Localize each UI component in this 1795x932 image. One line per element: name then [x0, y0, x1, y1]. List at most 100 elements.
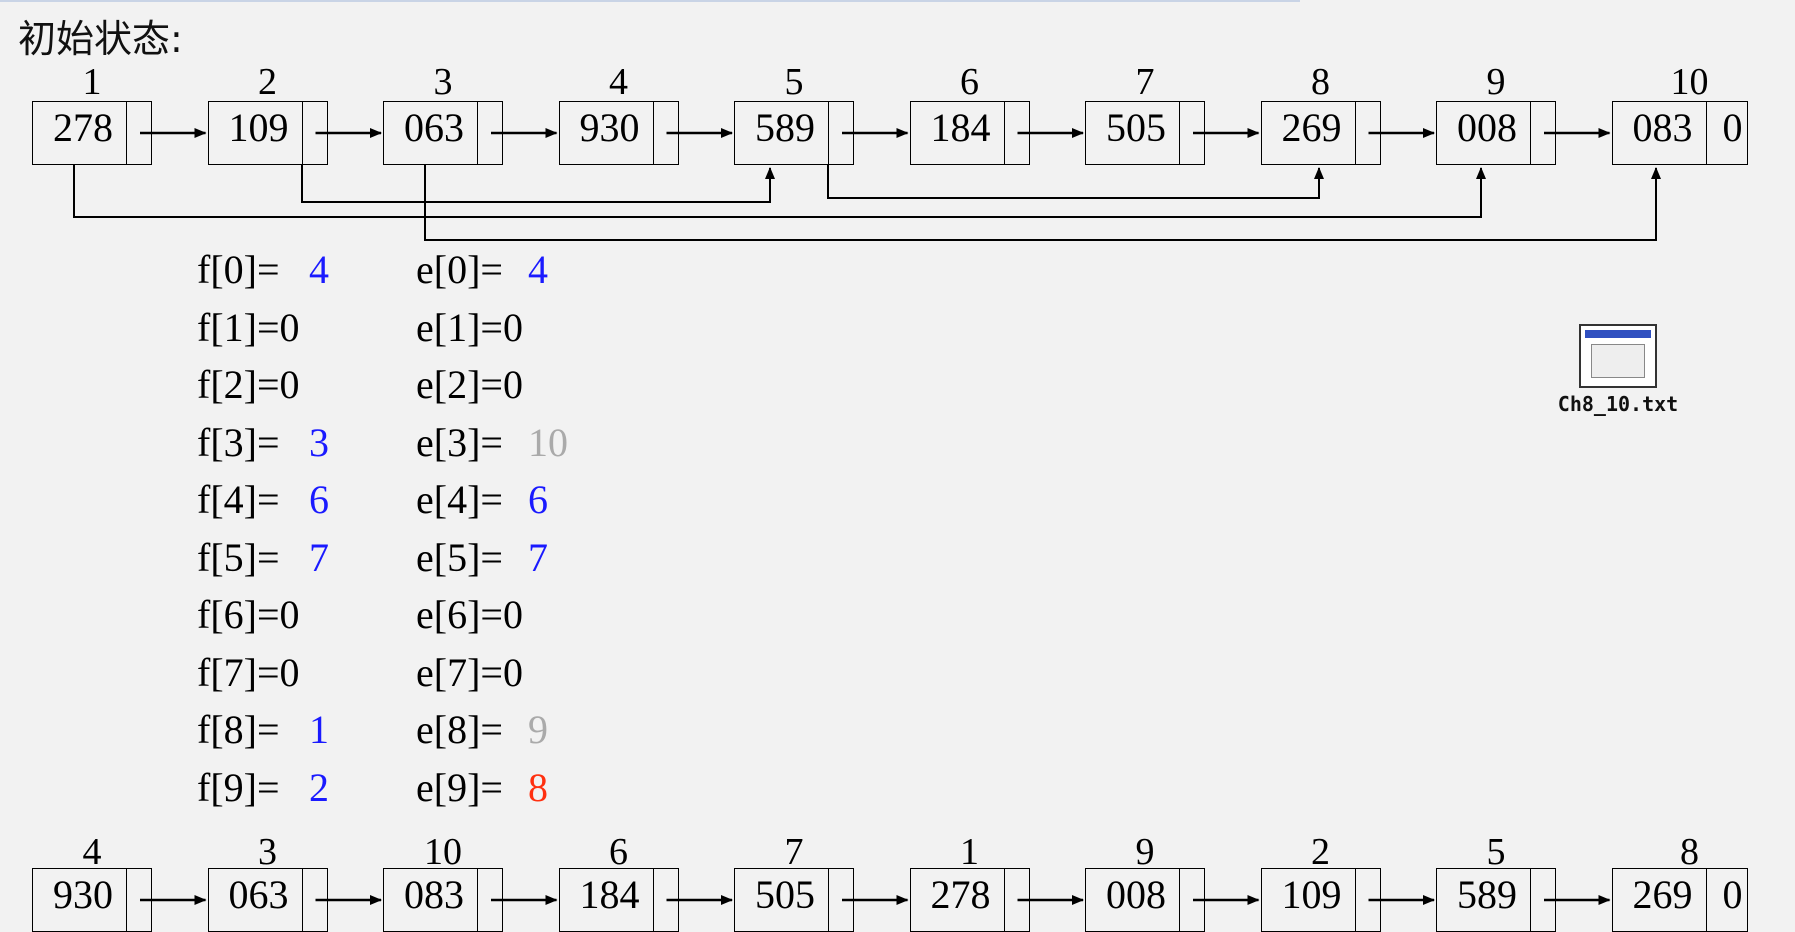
bottom-node: 109: [1260, 868, 1381, 932]
top-node-index: 5: [784, 61, 804, 103]
f-array-entry: f[0]= 4: [197, 246, 333, 293]
entry-value: 9: [528, 707, 548, 752]
bottom-node-value: 184: [579, 872, 640, 917]
entry-label: e[3]=: [416, 419, 503, 465]
e-array-entry: e[1]=0: [416, 304, 523, 351]
link-2-to-5: [301, 165, 775, 203]
top-node-value: 278: [53, 105, 113, 150]
file-attachment[interactable]: Ch8_10.txt: [1548, 324, 1688, 416]
entry-value: 1: [309, 707, 329, 752]
link-5-to-8: [827, 165, 1324, 199]
bottom-node-value: 930: [53, 872, 113, 917]
top-node-index: 3: [433, 61, 453, 103]
entry-label: e[7]=: [416, 649, 503, 695]
bottom-node: 505: [734, 868, 854, 932]
entry-label: f[8]=: [197, 707, 280, 752]
e-array-entry: e[2]=0: [416, 361, 523, 408]
top-node-pointer: [1530, 102, 1531, 164]
bottom-node-pointer: [477, 869, 478, 931]
bottom-node-value: 008: [1106, 872, 1166, 917]
entry-value: 3: [309, 419, 329, 465]
bottom-node-index: 9: [1135, 831, 1155, 873]
top-node-value: 505: [1106, 105, 1166, 150]
e-array-entry: e[6]=0: [416, 591, 523, 638]
entry-label: f[1]=: [197, 304, 280, 350]
bottom-node: 589: [1436, 868, 1556, 932]
bottom-node-value: 505: [755, 872, 815, 917]
top-node-pointer: [1179, 102, 1180, 164]
f-array-entry: f[6]=0: [197, 591, 300, 638]
bottom-node: 269 0: [1611, 868, 1748, 932]
f-array-entry: f[3]= 3: [197, 419, 333, 466]
bottom-node: 278: [909, 868, 1030, 932]
entry-value: 0: [279, 362, 300, 407]
entry-label: e[4]=: [416, 477, 503, 522]
top-node: 184: [909, 101, 1030, 165]
top-node-value: 008: [1457, 105, 1517, 150]
top-node: 930: [558, 101, 679, 165]
top-node-value: 063: [404, 105, 464, 150]
entry-label: f[6]=: [197, 592, 280, 637]
bottom-node-pointer: [1003, 869, 1005, 931]
entry-label: e[9]=: [416, 764, 503, 810]
top-node-index: 2: [258, 61, 277, 103]
file-name: Ch8_10.txt: [1557, 392, 1679, 416]
entry-label: f[7]=: [197, 649, 280, 695]
bottom-node: 184: [558, 868, 679, 932]
top-node-index: 8: [1311, 61, 1330, 103]
entry-value: 6: [309, 477, 329, 522]
bottom-node-pointer: [1179, 869, 1180, 931]
entry-label: f[4]=: [197, 477, 280, 522]
entry-label: e[0]=: [416, 247, 503, 292]
bottom-node-value: 278: [930, 872, 991, 917]
top-node-index: 9: [1486, 61, 1506, 103]
bottom-node: 008: [1085, 868, 1205, 932]
page-title: 初始状态:: [18, 17, 183, 61]
top-divider: [0, 0, 1300, 2]
bottom-node-value: 083: [404, 872, 464, 917]
e-array-entry: e[8]= 9: [416, 706, 552, 753]
entry-label: f[9]=: [197, 764, 280, 810]
top-node: 269: [1260, 101, 1381, 165]
bottom-node-value: 589: [1457, 872, 1517, 917]
e-array-entry: e[0]=4: [416, 246, 552, 293]
top-node-value: 589: [755, 105, 815, 150]
bottom-node-pointer: [301, 869, 303, 931]
bottom-node-index: 8: [1680, 831, 1699, 873]
bottom-node-value: 063: [228, 872, 289, 917]
e-array-entry: e[4]= 6: [416, 476, 552, 523]
top-node: 505: [1085, 101, 1205, 165]
link-1-to-9: [73, 165, 1486, 218]
bottom-node-pointer: [126, 869, 127, 931]
top-node: 109: [207, 101, 328, 165]
top-node-value: 184: [930, 105, 991, 150]
entry-value: 0: [279, 592, 300, 637]
top-node-index: 10: [1670, 61, 1709, 103]
link-3-to-10: [424, 165, 1661, 241]
e-array-entry: e[3]= 10: [416, 419, 572, 466]
entry-value: 4: [309, 247, 329, 292]
bottom-node-index: 7: [784, 831, 804, 873]
entry-label: e[8]=: [416, 707, 503, 752]
bottom-node-pointer: [652, 869, 654, 931]
f-array-entry: f[2]=0: [197, 361, 300, 408]
top-node: 278: [32, 101, 152, 165]
entry-label: f[3]=: [197, 419, 280, 465]
bottom-node-pointer: [828, 869, 829, 931]
top-node-pointer: [828, 102, 829, 164]
entry-value: 7: [528, 534, 548, 580]
bottom-node-pointer: [1530, 869, 1531, 931]
document-window-icon: [1579, 324, 1657, 388]
bottom-node-value: 269: [1632, 872, 1693, 917]
e-array-entry: e[5]=7: [416, 534, 552, 581]
top-node: 589: [734, 101, 854, 165]
bottom-node: 083: [383, 868, 503, 932]
entry-value: 6: [528, 477, 548, 522]
top-node: 008: [1436, 101, 1556, 165]
entry-label: f[0]=: [197, 247, 280, 292]
entry-label: f[2]=: [197, 362, 280, 407]
bottom-null-pointer: 0: [1722, 872, 1743, 917]
top-null-pointer: 0: [1722, 105, 1743, 150]
entry-value: 10: [528, 419, 568, 465]
